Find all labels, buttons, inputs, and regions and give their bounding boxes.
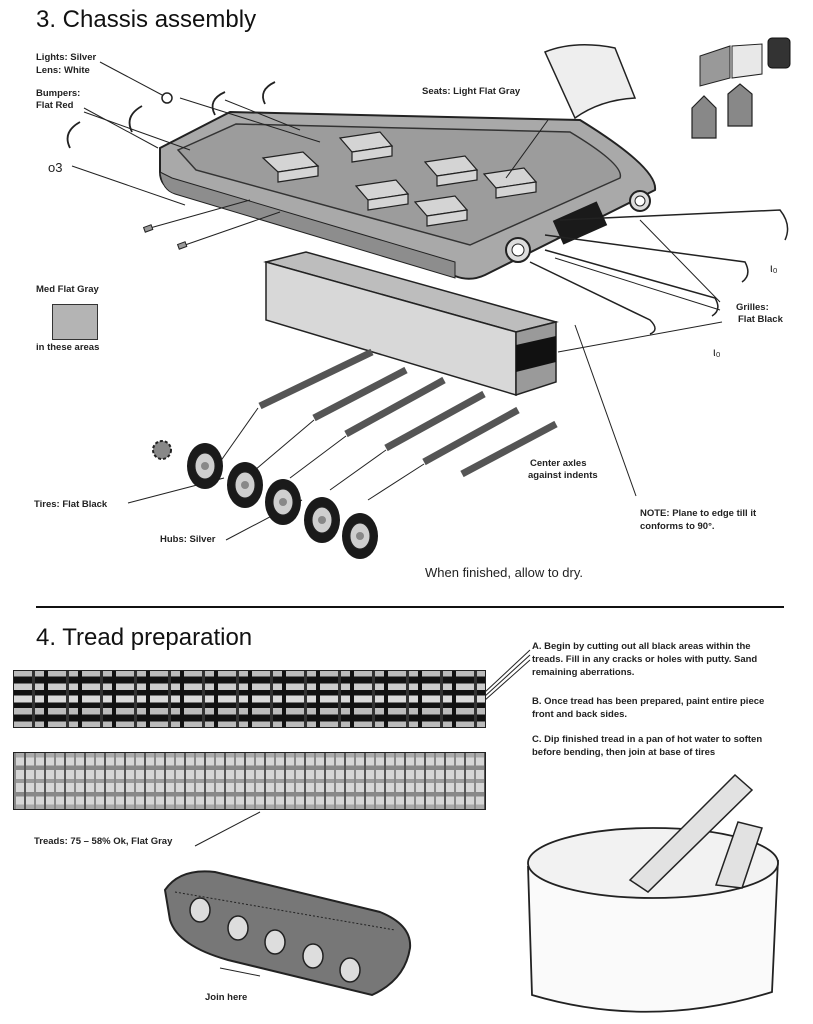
axles xyxy=(258,348,558,478)
center-axles-label: Center axles xyxy=(530,458,587,469)
svg-text:o3: o3 xyxy=(48,160,62,175)
med-flat-gray-swatch xyxy=(52,304,98,340)
seats xyxy=(261,131,538,227)
bumpers-color-label: Flat Red xyxy=(36,100,74,111)
against-indents-label: against indents xyxy=(528,470,598,481)
in-these-areas-label: in these areas xyxy=(36,342,100,353)
lens-label: Lens: White xyxy=(36,65,90,76)
step-a-text: A. Begin by cutting out all black areas … xyxy=(532,641,758,678)
tread-track-illustration xyxy=(163,870,412,997)
chassis-assembly-title: 3. Chassis assembly xyxy=(36,6,257,33)
hubs-label: Hubs: Silver xyxy=(160,534,216,545)
rear-rods xyxy=(529,209,789,335)
svg-text:ι₀: ι₀ xyxy=(770,261,778,275)
step-b-text: B. Once tread has been prepared, paint e… xyxy=(532,696,765,720)
svg-text:ι₀: ι₀ xyxy=(713,345,721,359)
seats-label: Seats: Light Flat Gray xyxy=(422,86,521,97)
bumpers-label: Bumpers: xyxy=(36,88,81,99)
tread-preparation-title: 4. Tread preparation xyxy=(36,624,253,651)
axle-arrows xyxy=(219,407,425,501)
lights-label: Lights: Silver xyxy=(36,52,97,63)
hot-water-pot xyxy=(527,773,779,1013)
grilles-label: Grilles: xyxy=(736,302,769,313)
section-divider xyxy=(36,606,784,608)
finished-note: When finished, allow to dry. xyxy=(425,565,583,580)
join-here-label: Join here xyxy=(205,992,248,1003)
tires xyxy=(187,443,378,559)
brackets xyxy=(691,83,753,139)
leader-lines xyxy=(71,61,723,847)
step-c-text: C. Dip finished tread in a pan of hot wa… xyxy=(532,734,763,758)
tires-label: Tires: Flat Black xyxy=(34,499,108,510)
med-flat-gray-label: Med Flat Gray xyxy=(36,284,99,295)
treads-label: Treads: 75 – 58% Ok, Flat Gray xyxy=(34,836,173,847)
center-block xyxy=(263,251,559,397)
tread-strip-top xyxy=(13,670,486,728)
bumper-clips xyxy=(66,81,276,149)
note-label: NOTE: Plane to edge till it conforms to … xyxy=(640,508,757,532)
headlight-parts xyxy=(699,37,791,87)
tread-strip-bottom xyxy=(13,752,486,810)
grilles-color-label: Flat Black xyxy=(738,314,783,325)
